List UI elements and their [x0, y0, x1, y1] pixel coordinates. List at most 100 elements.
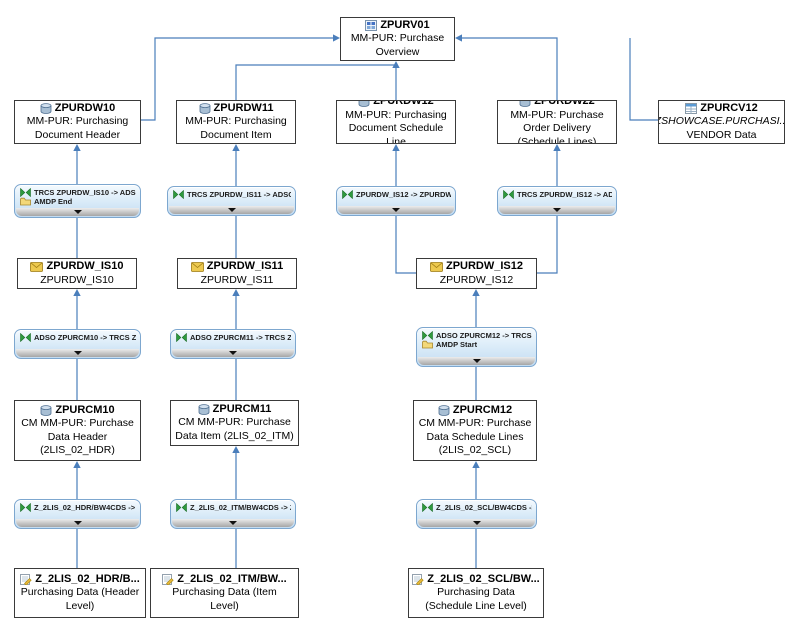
transformation-label: TRCS ZPURDW_IS12 -> ADSO...: [517, 190, 612, 199]
expand-chevron[interactable]: [172, 519, 294, 527]
transformation-icon: [173, 190, 184, 199]
datasource-icon: [412, 574, 424, 585]
node-subtitle: MM-PUR: Purchasing Document Schedule Lin…: [345, 108, 447, 144]
transformation-is10-to-dw10[interactable]: TRCS ZPURDW_IS10 -> ADSO... AMDP End: [14, 184, 141, 218]
node-datasource-scl[interactable]: Z_2LIS_02_SCL/BW... Purchasing Data (Sch…: [408, 568, 544, 618]
datastore-icon: [199, 103, 211, 114]
node-zpurv01[interactable]: ZPURV01 MM-PUR: Purchase Overview: [340, 17, 455, 61]
node-title: ZPURDW11: [213, 101, 274, 114]
node-title: ZPURCM10: [55, 403, 115, 416]
node-zpurdw-is11[interactable]: ZPURDW_IS11 ZPURDW_IS11: [177, 258, 297, 289]
node-subtitle: CM MM-PUR: Purchase Data Header (2LIS_02…: [21, 417, 134, 456]
amdp-label: AMDP End: [34, 197, 73, 206]
transformation-icon: [176, 333, 187, 342]
transformation-ds-hdr-to-cm10[interactable]: Z_2LIS_02_HDR/BW4CDS -> Z...: [14, 499, 141, 529]
chevron-down-icon: [472, 521, 481, 525]
expand-chevron[interactable]: [418, 357, 535, 365]
node-subtitle: ZPURDW_IS10: [40, 273, 114, 286]
node-subtitle: Purchasing Data (Schedule Line Level): [425, 586, 527, 612]
transformation-is12-to-dw22[interactable]: TRCS ZPURDW_IS12 -> ADSO...: [497, 186, 617, 216]
node-title: ZPURV01: [380, 18, 430, 31]
transformation-cm10-to-is10[interactable]: ADSO ZPURCM10 -> TRCS ZP...: [14, 329, 141, 359]
node-datasource-hdr[interactable]: Z_2LIS_02_HDR/B... Purchasing Data (Head…: [14, 568, 146, 618]
node-title: ZPURDW_IS12: [445, 260, 524, 272]
transformation-label: ZPURDW_IS12 -> ZPURDW12: [356, 190, 451, 199]
node-subtitle: Purchasing Data (Header Level): [20, 586, 140, 612]
transformation-is12-to-dw12[interactable]: ZPURDW_IS12 -> ZPURDW12: [336, 186, 456, 216]
composite-provider-icon: [365, 20, 378, 31]
datastore-icon: [40, 103, 52, 114]
expand-chevron[interactable]: [16, 349, 139, 357]
node-title: ZPURDW_IS11: [206, 260, 284, 272]
expand-chevron[interactable]: [172, 349, 294, 357]
node-subtitle: ZPURDW_IS12: [439, 273, 514, 286]
amdp-icon: [20, 197, 31, 206]
transformation-ds-scl-to-cm12[interactable]: Z_2LIS_02_SCL/BW4CDS -> Z...: [416, 499, 537, 529]
transformation-label: Z_2LIS_02_ITM/BW4CDS -> Z...: [190, 503, 291, 512]
transformation-cm11-to-is11[interactable]: ADSO ZPURCM11 -> TRCS ZP...: [170, 329, 296, 359]
node-zpurcm12[interactable]: ZPURCM12 CM MM-PUR: Purchase Data Schedu…: [413, 400, 537, 461]
node-datasource-itm[interactable]: Z_2LIS_02_ITM/BW... Purchasing Data (Ite…: [150, 568, 299, 618]
infosource-icon: [190, 261, 204, 272]
node-title: ZPURDW_IS10: [46, 260, 124, 272]
chevron-down-icon: [229, 521, 237, 525]
chevron-down-icon: [73, 210, 82, 214]
transformation-icon: [342, 190, 353, 199]
view-icon: [685, 103, 698, 114]
transformation-label: Z_2LIS_02_HDR/BW4CDS -> Z...: [34, 503, 136, 512]
transformation-label: ADSO ZPURCM11 -> TRCS ZP...: [190, 333, 291, 342]
transformation-label: TRCS ZPURDW_IS11 -> ADSO...: [187, 190, 291, 199]
node-title: Z_2LIS_02_HDR/B...: [35, 572, 140, 585]
node-title: Z_2LIS_02_SCL/BW...: [427, 572, 540, 585]
amdp-label: AMDP Start: [436, 340, 478, 349]
node-zpurdw10[interactable]: ZPURDW10 MM-PUR: Purchasing Document Hea…: [14, 100, 141, 144]
expand-chevron[interactable]: [338, 206, 454, 214]
node-title: ZPURCV12: [700, 101, 758, 114]
infosource-icon: [30, 261, 44, 272]
infosource-icon: [430, 261, 443, 272]
node-title: ZPURCM12: [452, 403, 513, 416]
node-subtitle: MM-PUR: Purchasing Document Item: [185, 115, 287, 141]
node-subtitle: CM MM-PUR: Purchase Data Item (2LIS_02_I…: [175, 416, 294, 442]
amdp-icon: [422, 340, 433, 349]
node-subtitle: ZSHOWCASE.PURCHASI...: [658, 115, 785, 128]
node-zpurdw11[interactable]: ZPURDW11 MM-PUR: Purchasing Document Ite…: [176, 100, 296, 144]
node-zpurdw22[interactable]: ZPURDW22 MM-PUR: Purchase Order Delivery…: [497, 100, 617, 144]
transformation-icon: [20, 503, 31, 512]
transformation-icon: [20, 188, 31, 197]
chevron-down-icon: [392, 208, 400, 212]
datasource-icon: [20, 574, 32, 585]
expand-chevron[interactable]: [418, 519, 535, 527]
node-title: ZPURDW22: [534, 100, 595, 107]
node-zpurdw-is10[interactable]: ZPURDW_IS10 ZPURDW_IS10: [17, 258, 137, 289]
expand-chevron[interactable]: [499, 206, 615, 214]
transformation-cm12-to-is12[interactable]: ADSO ZPURCM12 -> TRCS ZP... AMDP Start: [416, 327, 537, 367]
node-title: ZPURDW10: [54, 101, 116, 114]
node-title: ZPURDW12: [373, 100, 434, 107]
chevron-down-icon: [73, 351, 82, 355]
transformation-ds-itm-to-cm11[interactable]: Z_2LIS_02_ITM/BW4CDS -> Z...: [170, 499, 296, 529]
chevron-down-icon: [553, 208, 561, 212]
node-zpurdw12[interactable]: ZPURDW12 MM-PUR: Purchasing Document Sch…: [336, 100, 456, 144]
transformation-label: Z_2LIS_02_SCL/BW4CDS -> Z...: [436, 503, 532, 512]
transformation-label: ADSO ZPURCM12 -> TRCS ZP...: [436, 331, 532, 340]
datastore-icon: [40, 404, 52, 416]
datasource-icon: [162, 574, 174, 585]
node-subtitle-2: VENDOR Data: [686, 128, 757, 141]
node-subtitle: Purchasing Data (Item Level): [172, 586, 277, 612]
expand-chevron[interactable]: [16, 519, 139, 527]
chevron-down-icon: [227, 208, 236, 212]
node-zpurcm10[interactable]: ZPURCM10 CM MM-PUR: Purchase Data Header…: [14, 400, 141, 461]
expand-chevron[interactable]: [169, 206, 294, 214]
node-subtitle: MM-PUR: Purchase Order Delivery (Schedul…: [510, 108, 604, 144]
node-zpurcm11[interactable]: ZPURCM11 CM MM-PUR: Purchase Data Item (…: [170, 400, 299, 446]
node-zpurcv12[interactable]: ZPURCV12 ZSHOWCASE.PURCHASI... VENDOR Da…: [658, 100, 785, 144]
datastore-icon: [198, 404, 210, 415]
node-zpurdw-is12[interactable]: ZPURDW_IS12 ZPURDW_IS12: [416, 258, 537, 289]
datastore-icon: [358, 101, 370, 108]
transformation-is11-to-dw11[interactable]: TRCS ZPURDW_IS11 -> ADSO...: [167, 186, 296, 216]
transformation-label: TRCS ZPURDW_IS10 -> ADSO...: [34, 188, 136, 197]
expand-chevron[interactable]: [16, 208, 139, 216]
datastore-icon: [519, 101, 531, 108]
